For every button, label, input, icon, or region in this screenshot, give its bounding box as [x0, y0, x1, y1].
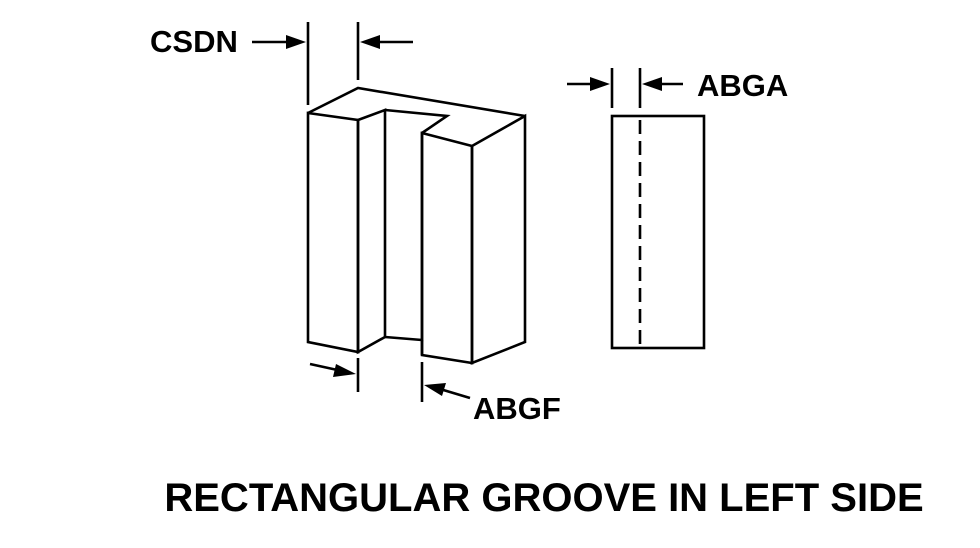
- block-top-surface: [307, 86, 526, 118]
- left-prong-groove-face: [356, 108, 387, 355]
- groove-back-wall: [384, 108, 451, 342]
- right-prong-side-face: [470, 113, 527, 365]
- diagram-caption: RECTANGULAR GROOVE IN LEFT SIDE: [164, 476, 924, 520]
- abga-label: ABGA: [697, 68, 789, 103]
- grooved-block-isometric-view: [306, 86, 527, 365]
- abgf-arrowhead-right: [333, 364, 356, 377]
- side-view-outline: [610, 114, 706, 350]
- right-prong-front-face: [420, 131, 474, 365]
- left-prong-front-face: [306, 111, 360, 354]
- abgf-label: ABGF: [473, 391, 561, 426]
- csdn-label: CSDN: [150, 24, 238, 59]
- abgf-dimension: [309, 358, 471, 402]
- abgf-arrowhead-left: [424, 383, 446, 396]
- csdn-arrowhead-left: [360, 35, 380, 49]
- abga-dimension: [567, 68, 683, 108]
- csdn-arrowhead-right: [286, 35, 306, 49]
- csdn-dimension: [252, 22, 413, 105]
- side-view: [610, 114, 706, 350]
- abgf-arrow-right-shaft: [439, 387, 471, 400]
- abga-arrowhead-right: [590, 77, 610, 91]
- abga-arrowhead-left: [642, 77, 662, 91]
